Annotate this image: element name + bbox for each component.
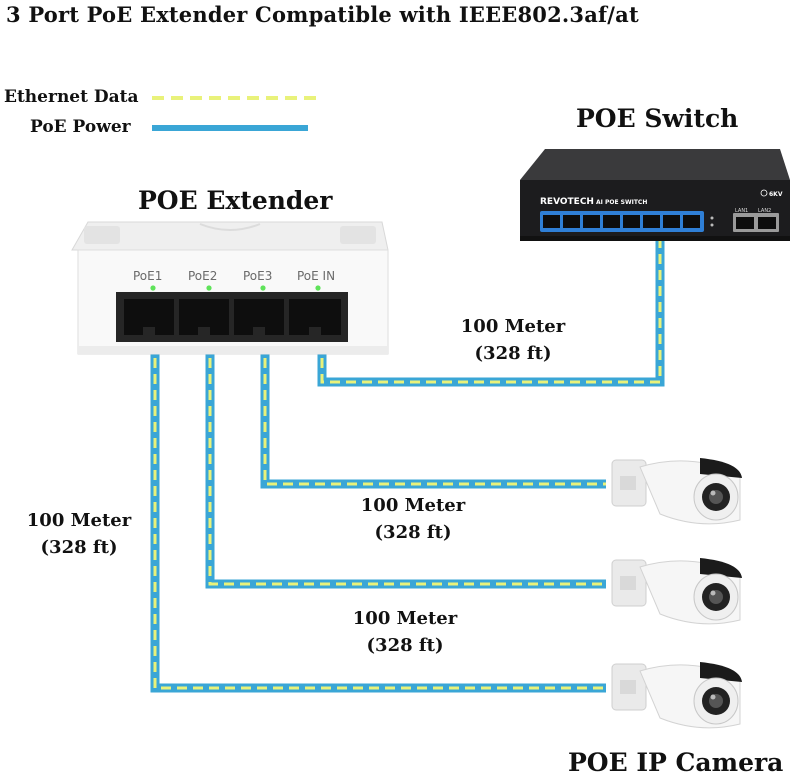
distance-switch-feet: (328 ft)	[474, 343, 552, 364]
switch-lan2-label: LAN2	[758, 208, 771, 214]
cable-poe2-to-camera-2	[205, 326, 606, 589]
distance-switch-meters: 100 Meter	[460, 316, 566, 337]
distance-label-camera-2: 100 Meter (328 ft)	[340, 605, 470, 659]
switch-brand-label: REVOTECH	[540, 197, 594, 207]
port-label-poe3: PoE3	[243, 269, 272, 283]
distance-camera-3-feet: (328 ft)	[40, 537, 118, 558]
switch-ports	[543, 215, 700, 228]
poe-extender-heading: POE Extender	[138, 186, 333, 215]
poe-ip-camera-heading: POE IP Camera	[568, 748, 784, 777]
cable-poe3-to-camera-1	[260, 326, 606, 489]
port-label-poe2: PoE2	[188, 269, 217, 283]
cable-poe1-to-camera-3	[150, 326, 606, 693]
camera-2	[611, 558, 742, 625]
switch-model-label: AI POE SWITCH	[596, 199, 647, 206]
distance-label-camera-1: 100 Meter (328 ft)	[348, 492, 478, 546]
distance-camera-2-feet: (328 ft)	[366, 635, 444, 656]
port-label-poe1: PoE1	[133, 269, 162, 283]
poe-extender-device: PoE1 PoE2 PoE3 PoE IN	[71, 221, 389, 355]
switch-surge-label: 6KV	[769, 191, 783, 198]
poe-switch-device: REVOTECH AI POE SWITCH 6KV LAN1 LAN2	[520, 149, 790, 241]
camera-1	[611, 458, 742, 525]
distance-label-camera-3: 100 Meter (328 ft)	[14, 507, 144, 561]
legend-poe-power-label: PoE Power	[30, 117, 131, 137]
led-poe-in	[315, 285, 321, 291]
distance-camera-2-meters: 100 Meter	[352, 608, 458, 629]
port-label-poe-in: PoE IN	[297, 269, 335, 283]
distance-camera-1-meters: 100 Meter	[360, 495, 466, 516]
camera-3	[611, 662, 742, 729]
poe-switch-heading: POE Switch	[576, 104, 739, 133]
switch-lan1-label: LAN1	[735, 208, 748, 214]
page-title: 3 Port PoE Extender Compatible with IEEE…	[6, 2, 639, 27]
legend-ethernet-data-label: Ethernet Data	[4, 87, 139, 107]
led-poe1	[150, 285, 156, 291]
distance-camera-1-feet: (328 ft)	[374, 522, 452, 543]
led-poe2	[206, 285, 212, 291]
distance-label-switch: 100 Meter (328 ft)	[448, 313, 578, 367]
distance-camera-3-meters: 100 Meter	[26, 510, 132, 531]
led-poe3	[260, 285, 266, 291]
